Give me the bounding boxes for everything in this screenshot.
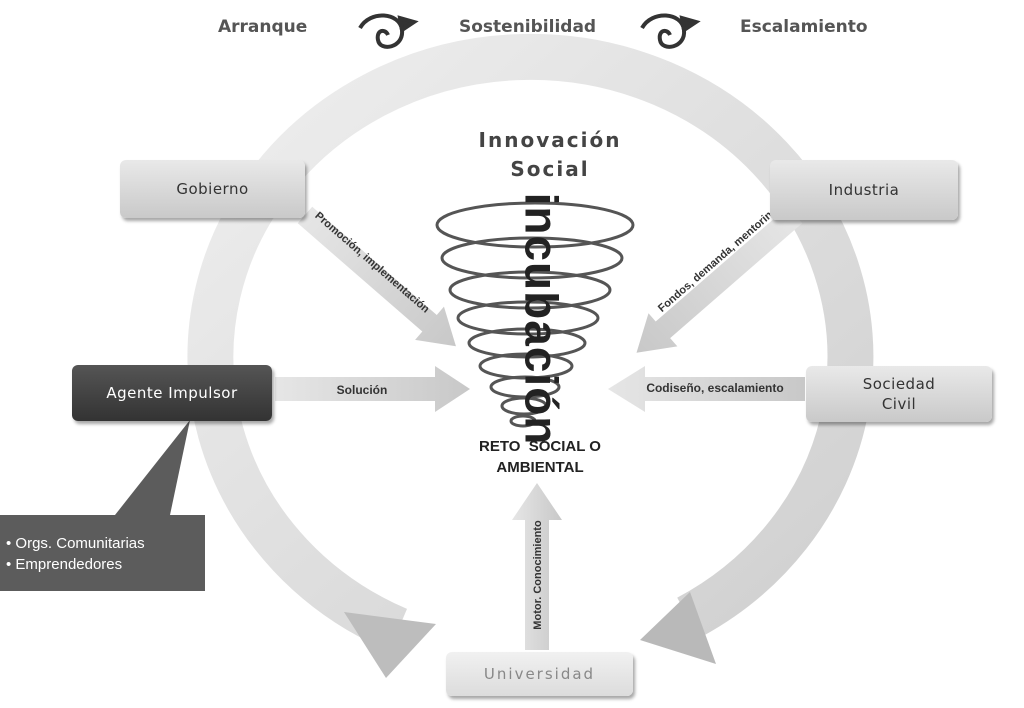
ring-arrowhead-right <box>640 592 716 664</box>
industria-box[interactable]: Industria <box>770 160 958 220</box>
callout-item: • Emprendedores <box>6 556 123 573</box>
arrow-industria <box>636 206 803 353</box>
stage-escalamiento: Escalamiento <box>740 17 868 37</box>
stage-arranque: Arranque <box>218 17 308 37</box>
flow-label-industria: Fondos, demanda, mentoring <box>656 205 780 315</box>
agente-label: Agente Impulsor <box>106 384 238 402</box>
gobierno-box[interactable]: Gobierno <box>120 160 305 218</box>
flow-arrows <box>275 206 805 650</box>
universidad-label: Universidad <box>483 665 596 683</box>
agente-impulsor-box[interactable]: Agente Impulsor <box>72 365 272 421</box>
flow-label-universidad: Motor. Conocimiento <box>532 520 544 630</box>
ring-arrowhead-left <box>344 612 436 678</box>
title-line2: Social <box>510 157 590 181</box>
callout-pointer <box>115 420 190 515</box>
arrow-gobierno <box>297 206 456 347</box>
flow-label-sociedad: Codiseño, escalamiento <box>646 381 783 395</box>
callout-item: • Orgs. Comunitarias <box>6 535 145 552</box>
center-label-line1: RETO SOCIAL O <box>479 438 601 455</box>
agente-callout: • Orgs. Comunitarias • Emprendedores <box>0 515 205 591</box>
center-label: RETO SOCIAL O AMBIENTAL <box>455 436 625 478</box>
arrow-sociedad <box>608 366 805 412</box>
flow-label-agente: Solución <box>337 383 388 397</box>
sociedad-label-line1: Sociedad <box>862 375 936 393</box>
incubacion-label: incubación <box>515 192 568 446</box>
arrow-universidad <box>512 483 562 650</box>
arrow-agente <box>275 366 470 412</box>
flow-label-gobierno: Promoción, implementación <box>312 210 431 316</box>
title-line1: Innovación <box>478 128 622 152</box>
sociedad-label-line2: Civil <box>881 395 917 413</box>
cycle-icon-2 <box>640 13 701 49</box>
industria-label: Industria <box>828 181 900 199</box>
spiral-graphic <box>435 201 635 428</box>
gobierno-label: Gobierno <box>176 180 249 198</box>
center-label-line2: AMBIENTAL <box>496 459 584 476</box>
stage-sostenibilidad: Sostenibilidad <box>459 17 597 37</box>
universidad-box[interactable]: Universidad <box>446 652 633 696</box>
sociedad-civil-box[interactable]: Sociedad Civil <box>806 366 992 422</box>
cycle-icon-1 <box>358 13 419 49</box>
